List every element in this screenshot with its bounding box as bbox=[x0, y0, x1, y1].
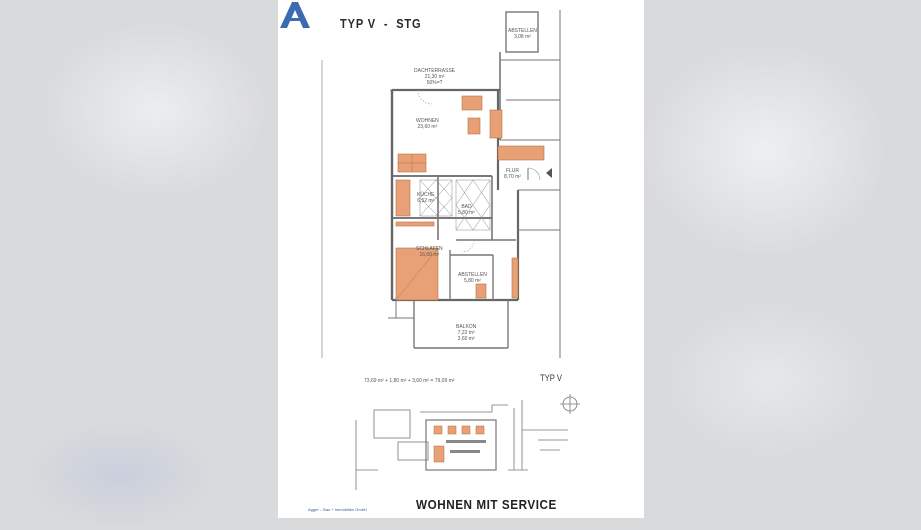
company-logo bbox=[280, 2, 310, 28]
site-plan bbox=[355, 394, 580, 490]
background-blur bbox=[660, 300, 880, 460]
background-blur bbox=[40, 20, 270, 200]
footer-title: WOHNEN MIT SERVICE bbox=[416, 497, 557, 512]
area-summary: 73,69 m² + 1,80 m² + 3,60 m² = 79,09 m² bbox=[364, 378, 455, 384]
background-blur bbox=[20, 420, 220, 530]
plan-title: TYP V - STG bbox=[340, 16, 422, 31]
background-blur bbox=[640, 40, 890, 260]
site-plan-title: TYP V bbox=[540, 373, 562, 383]
entry-arrow-icon bbox=[546, 168, 552, 178]
company-name: Agger – Bau + Immobilien GmbH bbox=[308, 507, 367, 512]
floor-plan-drawing bbox=[321, 10, 580, 490]
